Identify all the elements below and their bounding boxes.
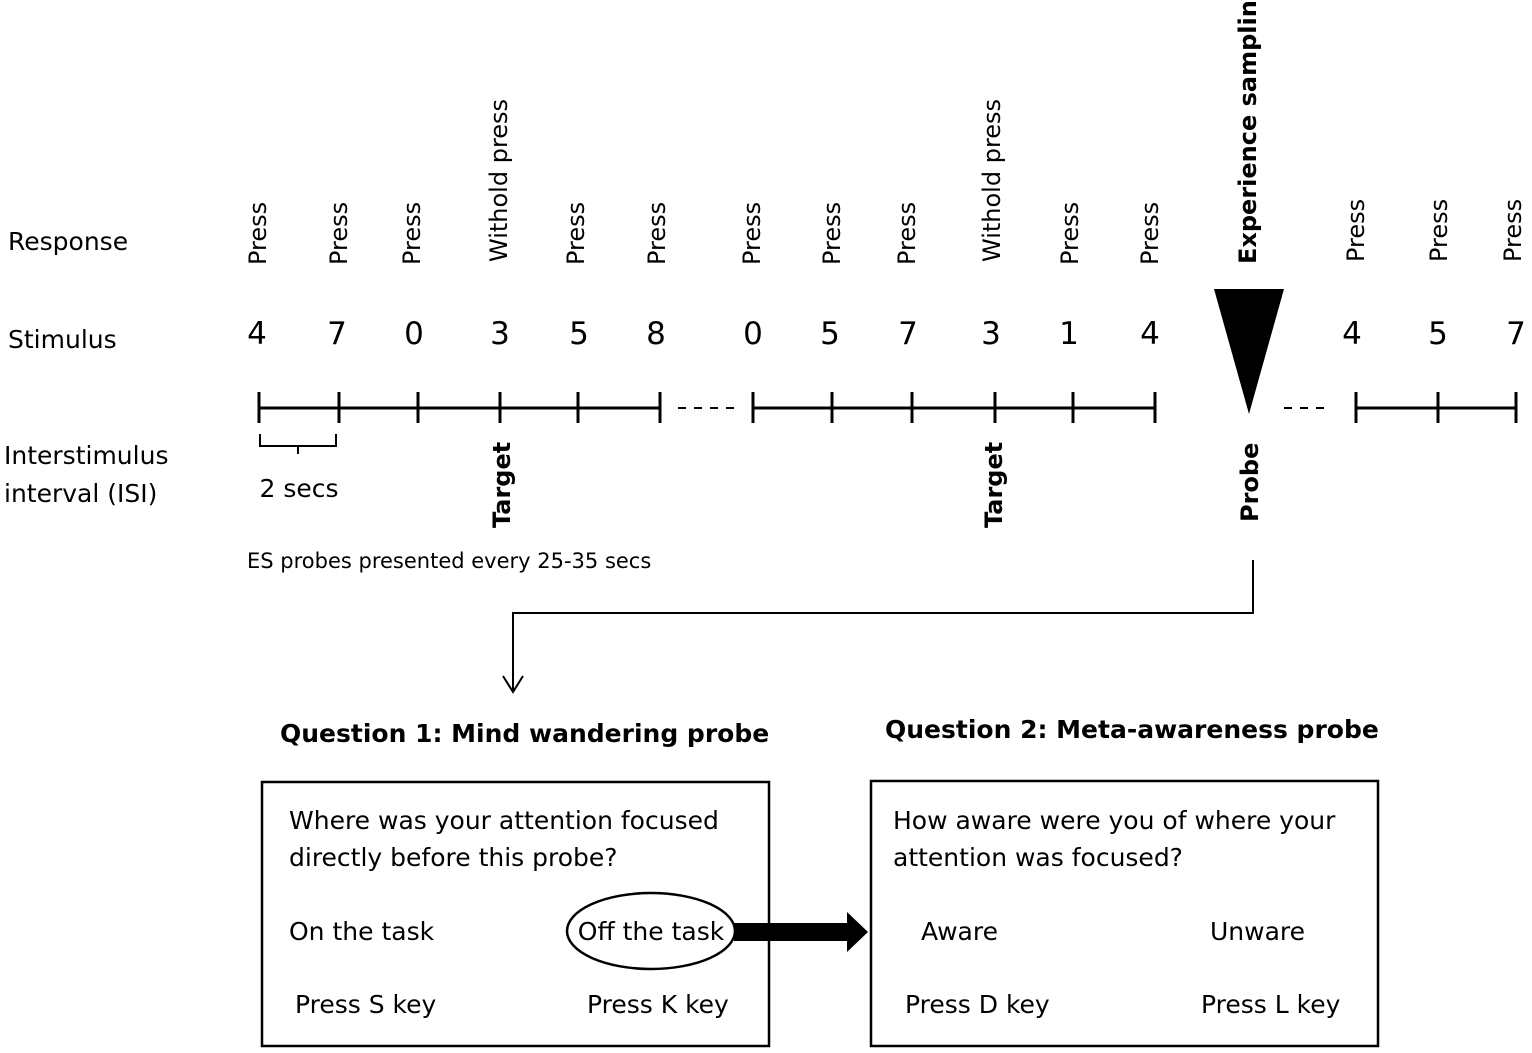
response-label: Press xyxy=(1342,199,1370,262)
response-label: Withold press xyxy=(978,99,1006,262)
question2-text-line2: attention was focused? xyxy=(893,843,1183,872)
stimulus-digits: 4 7 0 3 5 8 0 5 7 3 1 4 4 5 7 xyxy=(247,316,1526,352)
stimulus-digit: 5 xyxy=(1428,316,1448,352)
stimulus-digit: 7 xyxy=(327,316,347,352)
response-label: Press xyxy=(643,202,671,265)
es-probe-note: ES probes presented every 25-35 secs xyxy=(247,549,651,573)
response-label: Press xyxy=(325,202,353,265)
connector-arrowhead xyxy=(502,675,524,694)
response-label: Press xyxy=(398,202,426,265)
stimulus-digit: 4 xyxy=(1140,316,1160,352)
key-l-label: Press L key xyxy=(1201,990,1341,1019)
stimulus-row-label: Stimulus xyxy=(8,325,117,354)
question1-title: Question 1: Mind wandering probe xyxy=(280,719,769,748)
question1-box xyxy=(260,780,771,1048)
key-s-label: Press S key xyxy=(295,990,437,1019)
response-label: Press xyxy=(893,202,921,265)
stimulus-digit: 0 xyxy=(743,316,763,352)
stimulus-digit: 7 xyxy=(1506,316,1526,352)
response-labels: Press Press Press Withold press Press Pr… xyxy=(244,0,1527,265)
stimulus-digit: 5 xyxy=(820,316,840,352)
question1-text-line1: Where was your attention focused xyxy=(289,806,719,835)
interval-label: 2 secs xyxy=(259,474,338,503)
response-label: Press xyxy=(244,202,272,265)
question2-title: Question 2: Meta-awareness probe xyxy=(885,715,1379,744)
probe-marker-triangle xyxy=(1214,289,1284,414)
stimulus-digit: 3 xyxy=(981,316,1001,352)
timeline-segment-3 xyxy=(1354,392,1518,423)
probe-connector-line xyxy=(512,560,1254,690)
response-label: Press xyxy=(1056,202,1084,265)
isi-row-label-line1: Interstimulus xyxy=(4,441,168,470)
stimulus-digit: 1 xyxy=(1059,316,1079,352)
response-label: Press xyxy=(1499,199,1527,262)
response-row-label: Response xyxy=(8,227,128,256)
experience-sampling-label: Experience sampling xyxy=(1234,0,1262,264)
target-label: Target xyxy=(488,442,516,528)
response-label: Press xyxy=(562,202,590,265)
stimulus-digit: 4 xyxy=(1342,316,1362,352)
response-label: Press xyxy=(738,202,766,265)
response-label: Withold press xyxy=(485,99,513,262)
question2-text-line1: How aware were you of where your xyxy=(893,806,1336,835)
response-label: Press xyxy=(818,202,846,265)
probe-label: Probe xyxy=(1236,443,1264,522)
timeline-segment-2 xyxy=(751,392,1157,423)
stimulus-digit: 4 xyxy=(247,316,267,352)
question2-box xyxy=(869,779,1380,1048)
isi-row-label-line2: interval (ISI) xyxy=(4,479,157,508)
option-on-task: On the task xyxy=(289,917,435,946)
option-unaware: Unware xyxy=(1210,917,1305,946)
key-k-label: Press K key xyxy=(587,990,729,1019)
stimulus-digit: 3 xyxy=(490,316,510,352)
option-off-task: Off the task xyxy=(578,917,725,946)
interval-bracket xyxy=(259,434,337,454)
response-label: Press xyxy=(1425,199,1453,262)
timeline-segment-1 xyxy=(257,392,662,423)
stimulus-digit: 0 xyxy=(404,316,424,352)
target-label: Target xyxy=(980,442,1008,528)
transition-arrow xyxy=(734,912,868,952)
response-label: Press xyxy=(1136,202,1164,265)
option-aware: Aware xyxy=(921,917,998,946)
key-d-label: Press D key xyxy=(905,990,1050,1019)
question1-text-line2: directly before this probe? xyxy=(289,843,618,872)
stimulus-digit: 5 xyxy=(569,316,589,352)
stimulus-digit: 7 xyxy=(898,316,918,352)
stimulus-digit: 8 xyxy=(646,316,666,352)
